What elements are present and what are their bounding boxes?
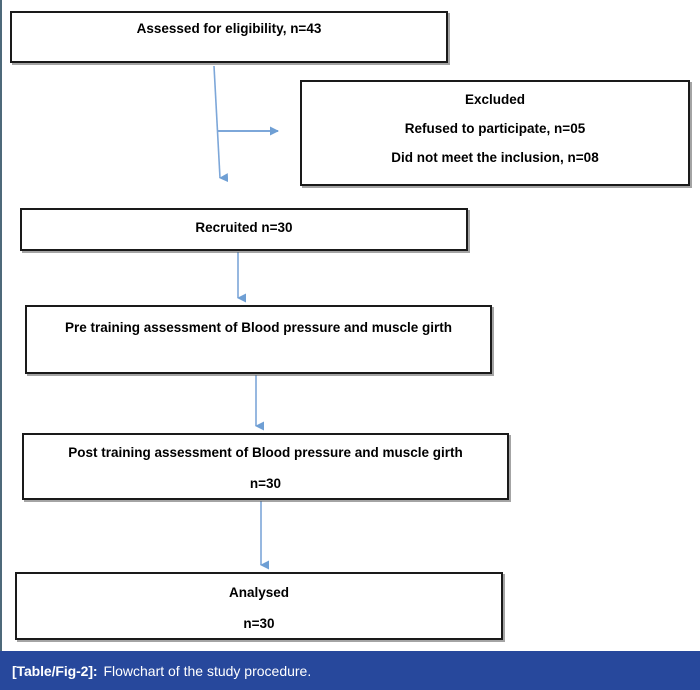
node-post-training-assessment: Post training assessment of Blood pressu… xyxy=(22,433,509,500)
node-excluded: Excluded Refused to participate, n=05 Di… xyxy=(300,80,690,186)
figure-caption-bar: [Table/Fig-2]: Flowchart of the study pr… xyxy=(0,651,700,690)
figure-caption-label: [Table/Fig-2]: xyxy=(12,662,98,679)
node-assessed-line-1: Assessed for eligibility, n=43 xyxy=(136,21,322,36)
node-recruited: Recruited n=30 xyxy=(20,208,468,251)
connector-assessed-to-recruited xyxy=(213,65,229,183)
node-analysed-sample-size: n=30 xyxy=(243,616,275,632)
node-analysed: Analysed n=30 xyxy=(15,572,503,640)
node-analysed-line-1: Analysed xyxy=(228,585,290,600)
figure-caption-text: Flowchart of the study procedure. xyxy=(103,662,312,679)
node-recruited-line-1: Recruited n=30 xyxy=(195,220,293,235)
node-excluded-reason-refused: Refused to participate, n=05 xyxy=(404,121,586,137)
flowchart-canvas: Assessed for eligibility, n=43 Excluded … xyxy=(10,11,690,640)
node-pre-training-assessment: Pre training assessment of Blood pressur… xyxy=(25,305,492,374)
node-post-training-sample-size: n=30 xyxy=(249,476,282,492)
node-excluded-reason-inclusion: Did not meet the inclusion, n=08 xyxy=(391,150,599,166)
node-pre-training-line-1: Pre training assessment of Blood pressur… xyxy=(64,320,453,335)
node-excluded-title: Excluded xyxy=(464,92,526,107)
node-assessed-for-eligibility: Assessed for eligibility, n=43 xyxy=(10,11,448,63)
page-left-rule xyxy=(0,0,2,651)
node-post-training-line-1: Post training assessment of Blood pressu… xyxy=(68,445,463,460)
